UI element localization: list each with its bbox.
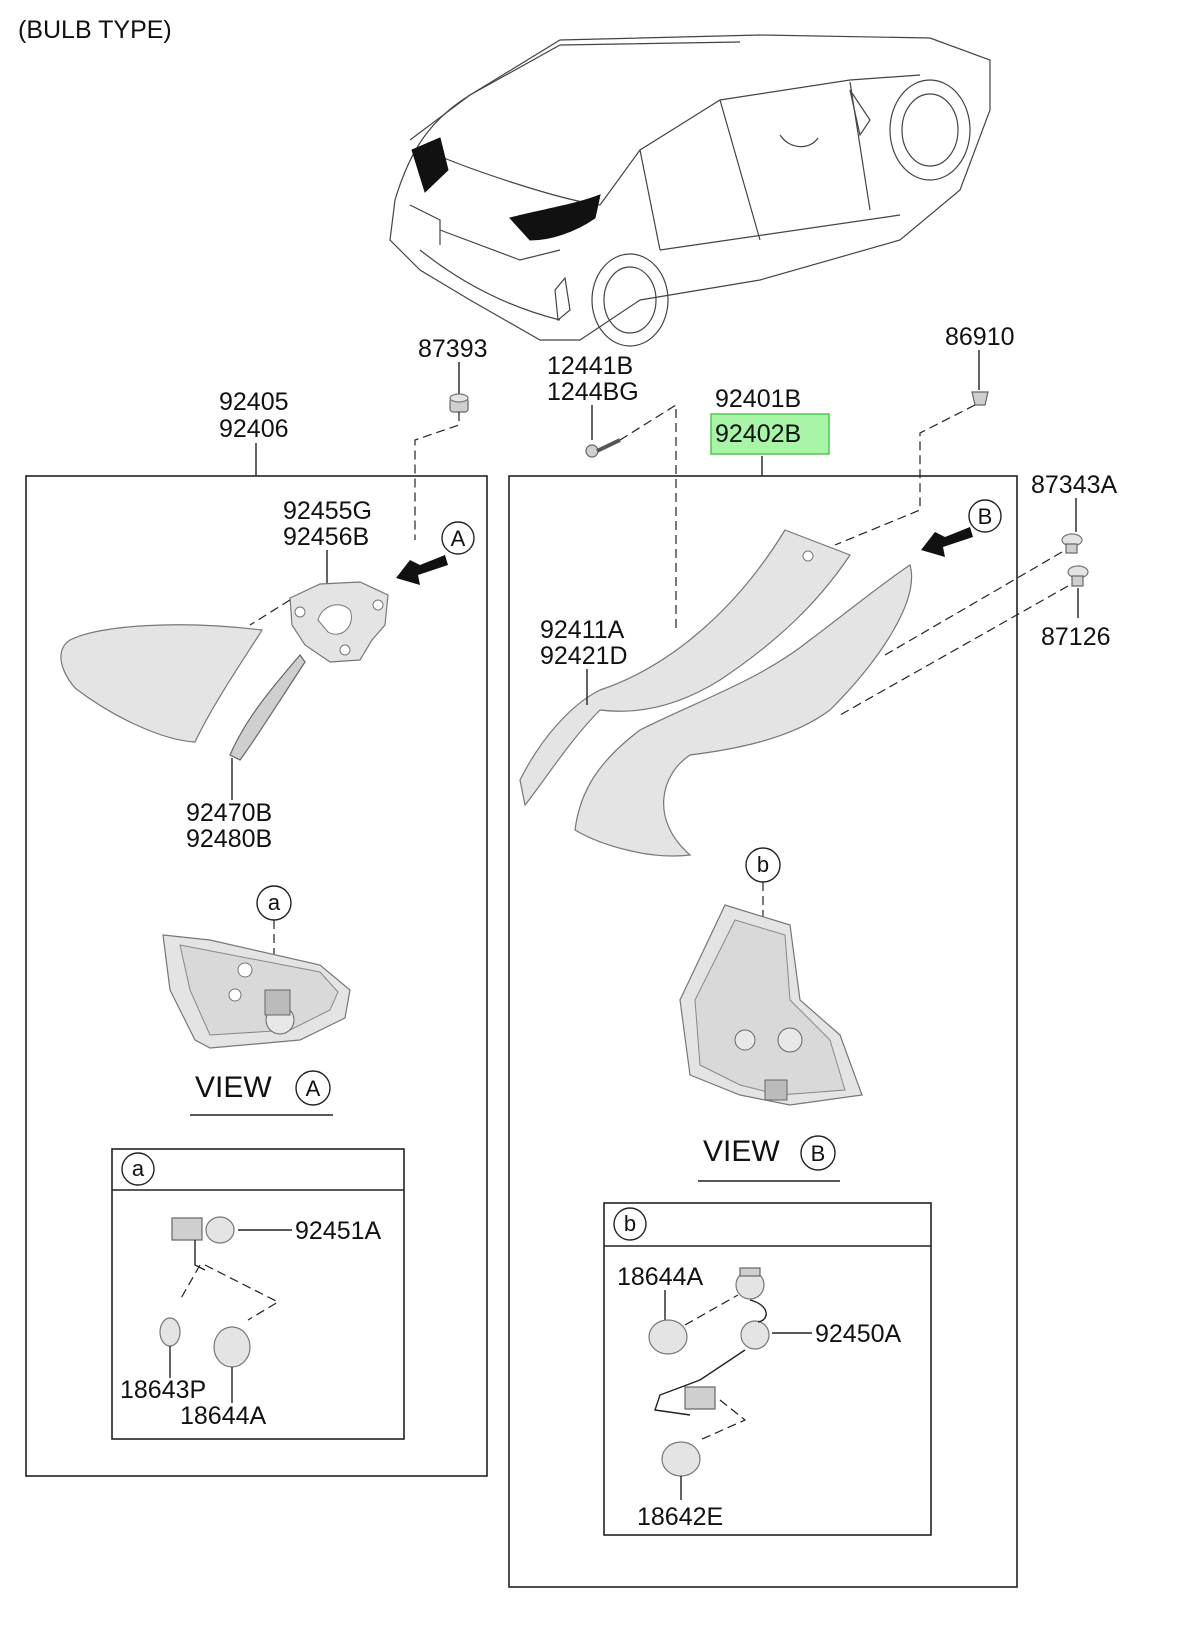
clip-86910 xyxy=(971,391,989,406)
label-18644a-right: 18644A xyxy=(617,1263,704,1291)
svg-text:B: B xyxy=(811,1141,826,1166)
label-1244bg: 1244BG xyxy=(547,378,639,406)
detail-box-b xyxy=(603,1202,932,1536)
bulb-18644a-left xyxy=(213,1326,251,1368)
label-92451a: 92451A xyxy=(295,1217,382,1245)
socket-92450a xyxy=(740,1320,770,1350)
label-87393: 87393 xyxy=(418,335,488,363)
bulb-18644a-right xyxy=(648,1319,688,1355)
label-86910: 86910 xyxy=(945,323,1015,351)
label-12441b: 12441B xyxy=(547,352,633,380)
view-a-caption: VIEW A xyxy=(190,1070,333,1116)
callout-a-top: a xyxy=(256,885,292,921)
label-92402b: 92402B xyxy=(715,420,801,448)
view-a-illustration xyxy=(162,934,351,1049)
label-92470b: 92470B xyxy=(186,799,272,827)
lamp-lens-left xyxy=(60,624,263,743)
rear-lamp-lens xyxy=(574,564,912,857)
gasket-92455g xyxy=(289,581,389,663)
label-92405: 92405 xyxy=(219,388,289,416)
label-92456b: 92456B xyxy=(283,523,369,551)
screw-12441b xyxy=(585,438,621,458)
label-92411a: 92411A xyxy=(540,616,625,644)
view-a-arrow: A xyxy=(396,521,475,585)
clip-87126 xyxy=(1067,565,1089,587)
socket-92451a xyxy=(171,1216,235,1271)
view-b-caption: VIEW B xyxy=(698,1135,840,1182)
svg-text:A: A xyxy=(451,526,466,551)
svg-text:A: A xyxy=(306,1076,321,1101)
socket-top xyxy=(735,1267,765,1300)
view-b-illustration xyxy=(679,904,863,1106)
highlight-92402b[interactable]: 92402B xyxy=(710,413,830,455)
right-assembly-box xyxy=(508,475,1018,1588)
label-92450a: 92450A xyxy=(815,1320,902,1348)
label-87126: 87126 xyxy=(1041,623,1111,651)
bulb-18643p xyxy=(159,1317,181,1347)
svg-text:b: b xyxy=(757,852,769,877)
car-illustration xyxy=(389,34,991,347)
label-18644a-left: 18644A xyxy=(180,1402,267,1430)
label-92401b: 92401B xyxy=(715,385,801,413)
svg-text:a: a xyxy=(268,890,281,915)
label-92406: 92406 xyxy=(219,415,289,443)
svg-text:B: B xyxy=(978,504,993,529)
label-18642e: 18642E xyxy=(637,1503,723,1531)
view-b-arrow: B xyxy=(921,499,1002,557)
callout-a-box: a xyxy=(121,1152,155,1186)
callout-b-top: b xyxy=(745,847,781,883)
label-18643p: 18643P xyxy=(120,1376,206,1404)
lamp-bezel-92470b xyxy=(229,654,306,761)
bulb-18642e xyxy=(661,1441,701,1477)
diagram-title: (BULB TYPE) xyxy=(18,16,172,44)
detail-box-a xyxy=(111,1148,405,1440)
callout-b-box: b xyxy=(613,1207,647,1241)
svg-text:b: b xyxy=(624,1211,636,1236)
clip-87343a xyxy=(1061,533,1083,554)
label-92421d: 92421D xyxy=(540,642,628,670)
nut-87393 xyxy=(449,393,469,413)
label-92480b: 92480B xyxy=(186,825,272,853)
garnish-92411a xyxy=(519,529,851,807)
label-87343a: 87343A xyxy=(1031,471,1118,499)
svg-text:VIEW: VIEW xyxy=(195,1071,272,1104)
svg-text:a: a xyxy=(132,1156,145,1181)
label-92455g: 92455G xyxy=(283,497,372,525)
left-assembly-box xyxy=(25,475,488,1477)
harness-92450a xyxy=(654,1299,767,1416)
svg-text:VIEW: VIEW xyxy=(703,1135,780,1168)
